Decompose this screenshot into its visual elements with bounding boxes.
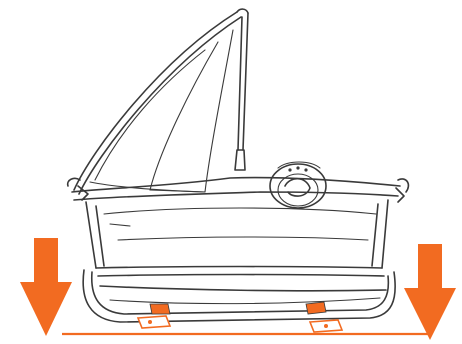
handle-hub <box>270 162 326 208</box>
canopy-visor <box>90 182 205 192</box>
basket-rim <box>68 178 409 200</box>
arrow-down-icon <box>20 238 72 336</box>
basket-body <box>86 200 388 291</box>
base-frame <box>83 270 395 322</box>
arrow-down-icon <box>404 244 456 340</box>
canopy <box>74 9 248 194</box>
clip-icon <box>306 302 342 332</box>
side-latch-right <box>396 188 404 202</box>
clip-icon <box>138 304 170 328</box>
